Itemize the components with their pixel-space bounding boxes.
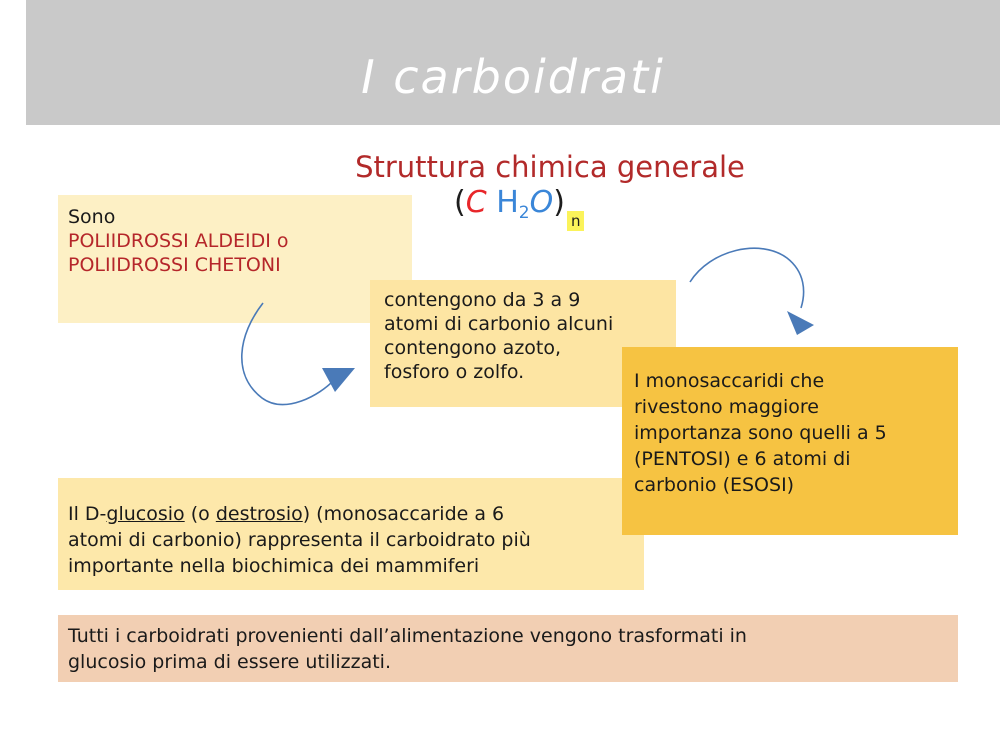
glucose-text-c: ) (monosaccaride a 6: [302, 503, 505, 525]
definition-line-2: POLIIDROSSI ALDEIDI o: [68, 230, 289, 252]
glucose-box: Il D-glucosio (o destrosio) (monosaccari…: [58, 478, 644, 590]
title-bar: [26, 0, 1000, 125]
formula-close-paren: ): [553, 185, 565, 220]
definition-line-1: Sono: [68, 206, 116, 228]
arrowhead-left: [322, 368, 355, 392]
glucose-text-b: (o: [184, 503, 216, 525]
arrowhead-right: [787, 311, 814, 335]
glucose-line-2: atomi di carbonio) rappresenta il carboi…: [68, 529, 531, 551]
formula-carbon: C: [465, 185, 487, 220]
definition-line-3: POLIIDROSSI CHETONI: [68, 254, 281, 276]
glucose-text-a: Il D-: [68, 503, 107, 525]
glucose-line-1: Il D-glucosio (o destrosio) (monosaccari…: [68, 501, 644, 527]
carbon-line-2: atomi di carbonio alcuni: [384, 313, 614, 335]
mono-line-5: carbonio (ESOSI): [634, 474, 795, 496]
arrow-right-curved: [689, 247, 814, 335]
mono-line-2: rivestono maggiore: [634, 396, 819, 418]
mono-line-3: importanza sono quelli a 5: [634, 422, 887, 444]
summary-box: Tutti i carboidrati provenienti dall’ali…: [58, 615, 958, 682]
carbon-line-3: contengono azoto,: [384, 337, 562, 359]
carbon-atoms-box: contengono da 3 a 9 atomi di carbonio al…: [370, 280, 676, 407]
summary-line-1: Tutti i carboidrati provenienti dall’ali…: [68, 625, 747, 647]
formula-oxygen: O: [529, 185, 554, 220]
destrosio-underlined: destrosio: [215, 503, 303, 525]
structure-subtitle: Struttura chimica generale: [355, 150, 745, 184]
mono-line-4: (PENTOSI) e 6 atomi di: [634, 448, 851, 470]
formula-hydrogen-subscript: 2: [518, 203, 530, 223]
formula-hydrogen: H: [486, 185, 519, 220]
formula-open-paren: (: [454, 185, 466, 220]
formula-n-subscript: n: [566, 211, 585, 231]
monosaccharides-box: I monosaccaridi che rivestono maggiore i…: [622, 347, 958, 535]
glucose-line-3: importante nella biochimica dei mammifer…: [68, 555, 480, 577]
summary-line-2: glucosio prima di essere utilizzati.: [68, 651, 391, 673]
glucosio-underlined: glucosio: [106, 503, 185, 525]
slide-title: I carboidrati: [361, 50, 665, 104]
chemical-formula: (C H2O)n: [454, 185, 585, 238]
carbon-line-1: contengono da 3 a 9: [384, 289, 581, 311]
mono-line-1: I monosaccaridi che: [634, 370, 825, 392]
carbon-line-4: fosforo o zolfo.: [384, 361, 525, 383]
definition-box: Sono POLIIDROSSI ALDEIDI o POLIIDROSSI C…: [58, 195, 412, 323]
